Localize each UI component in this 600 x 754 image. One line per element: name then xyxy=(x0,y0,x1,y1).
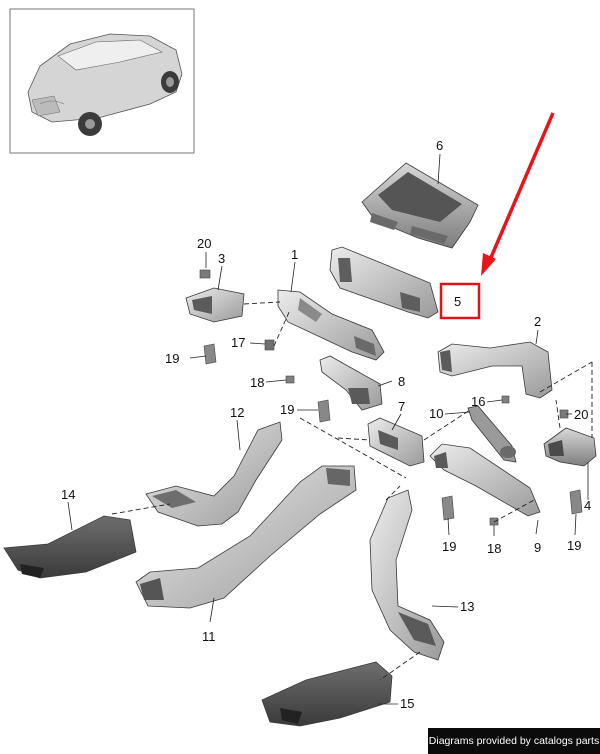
part-13-duct xyxy=(369,489,445,661)
assembly-lines xyxy=(111,301,593,681)
vehicle-thumbnail xyxy=(9,8,195,154)
part-5-vent-duct xyxy=(329,246,439,319)
part-4-vent xyxy=(543,427,597,467)
car-icon xyxy=(27,33,183,136)
part-19-screw-a xyxy=(203,343,217,365)
callout-20b[interactable]: 20 xyxy=(574,407,588,422)
callout-7[interactable]: 7 xyxy=(398,399,405,414)
part-18-clip-a xyxy=(285,375,295,384)
callout-18b[interactable]: 18 xyxy=(487,541,501,556)
part-16-clip xyxy=(501,395,510,404)
part-12-duct xyxy=(145,421,283,527)
part-6-vent-housing xyxy=(361,162,479,249)
callout-8[interactable]: 8 xyxy=(398,374,405,389)
callout-19d[interactable]: 19 xyxy=(567,538,581,553)
part-9-duct xyxy=(429,443,541,517)
part-2-duct xyxy=(437,341,553,399)
callout-4[interactable]: 4 xyxy=(584,498,591,513)
callout-9[interactable]: 9 xyxy=(534,540,541,555)
callout-16[interactable]: 16 xyxy=(471,394,485,409)
callout-11[interactable]: 11 xyxy=(202,629,216,644)
part-19-screw-c xyxy=(441,495,455,521)
callout-13[interactable]: 13 xyxy=(460,599,474,614)
callout-labels: 6 5 1 2 3 20 19 17 18 8 7 19 10 16 20 12… xyxy=(61,138,591,711)
callout-5-highlight xyxy=(439,282,481,320)
part-10-rod xyxy=(467,405,517,463)
part-8-bracket xyxy=(319,355,383,411)
callout-18a[interactable]: 18 xyxy=(250,375,264,390)
part-1-duct xyxy=(277,289,385,361)
part-14-floor-panel xyxy=(3,515,137,579)
callout-17[interactable]: 17 xyxy=(231,335,245,350)
callout-6[interactable]: 6 xyxy=(436,138,443,153)
highlight-arrow xyxy=(481,112,555,276)
callout-20a[interactable]: 20 xyxy=(197,236,211,251)
callout-19a[interactable]: 19 xyxy=(165,351,179,366)
callout-15[interactable]: 15 xyxy=(400,696,414,711)
callout-1[interactable]: 1 xyxy=(291,247,298,262)
part-19-screw-d xyxy=(569,489,583,515)
callout-19c[interactable]: 19 xyxy=(442,539,456,554)
callout-19b[interactable]: 19 xyxy=(280,402,294,417)
part-17-screw xyxy=(264,339,275,351)
callout-12[interactable]: 12 xyxy=(230,405,244,420)
part-19-screw-b xyxy=(317,399,331,423)
callout-3[interactable]: 3 xyxy=(218,251,225,266)
part-7-connector xyxy=(367,417,425,467)
callout-14[interactable]: 14 xyxy=(61,487,75,502)
part-20-clip-a xyxy=(199,269,211,279)
part-11-floor-duct xyxy=(135,465,357,609)
part-15-floor-panel xyxy=(261,661,393,727)
part-3-bracket xyxy=(185,287,245,323)
callout-10[interactable]: 10 xyxy=(429,406,443,421)
leader-lines xyxy=(67,153,589,705)
callout-2[interactable]: 2 xyxy=(534,314,541,329)
callout-5[interactable]: 5 xyxy=(454,294,461,309)
credit-footer: Diagrams provided by catalogs parts xyxy=(428,728,600,754)
